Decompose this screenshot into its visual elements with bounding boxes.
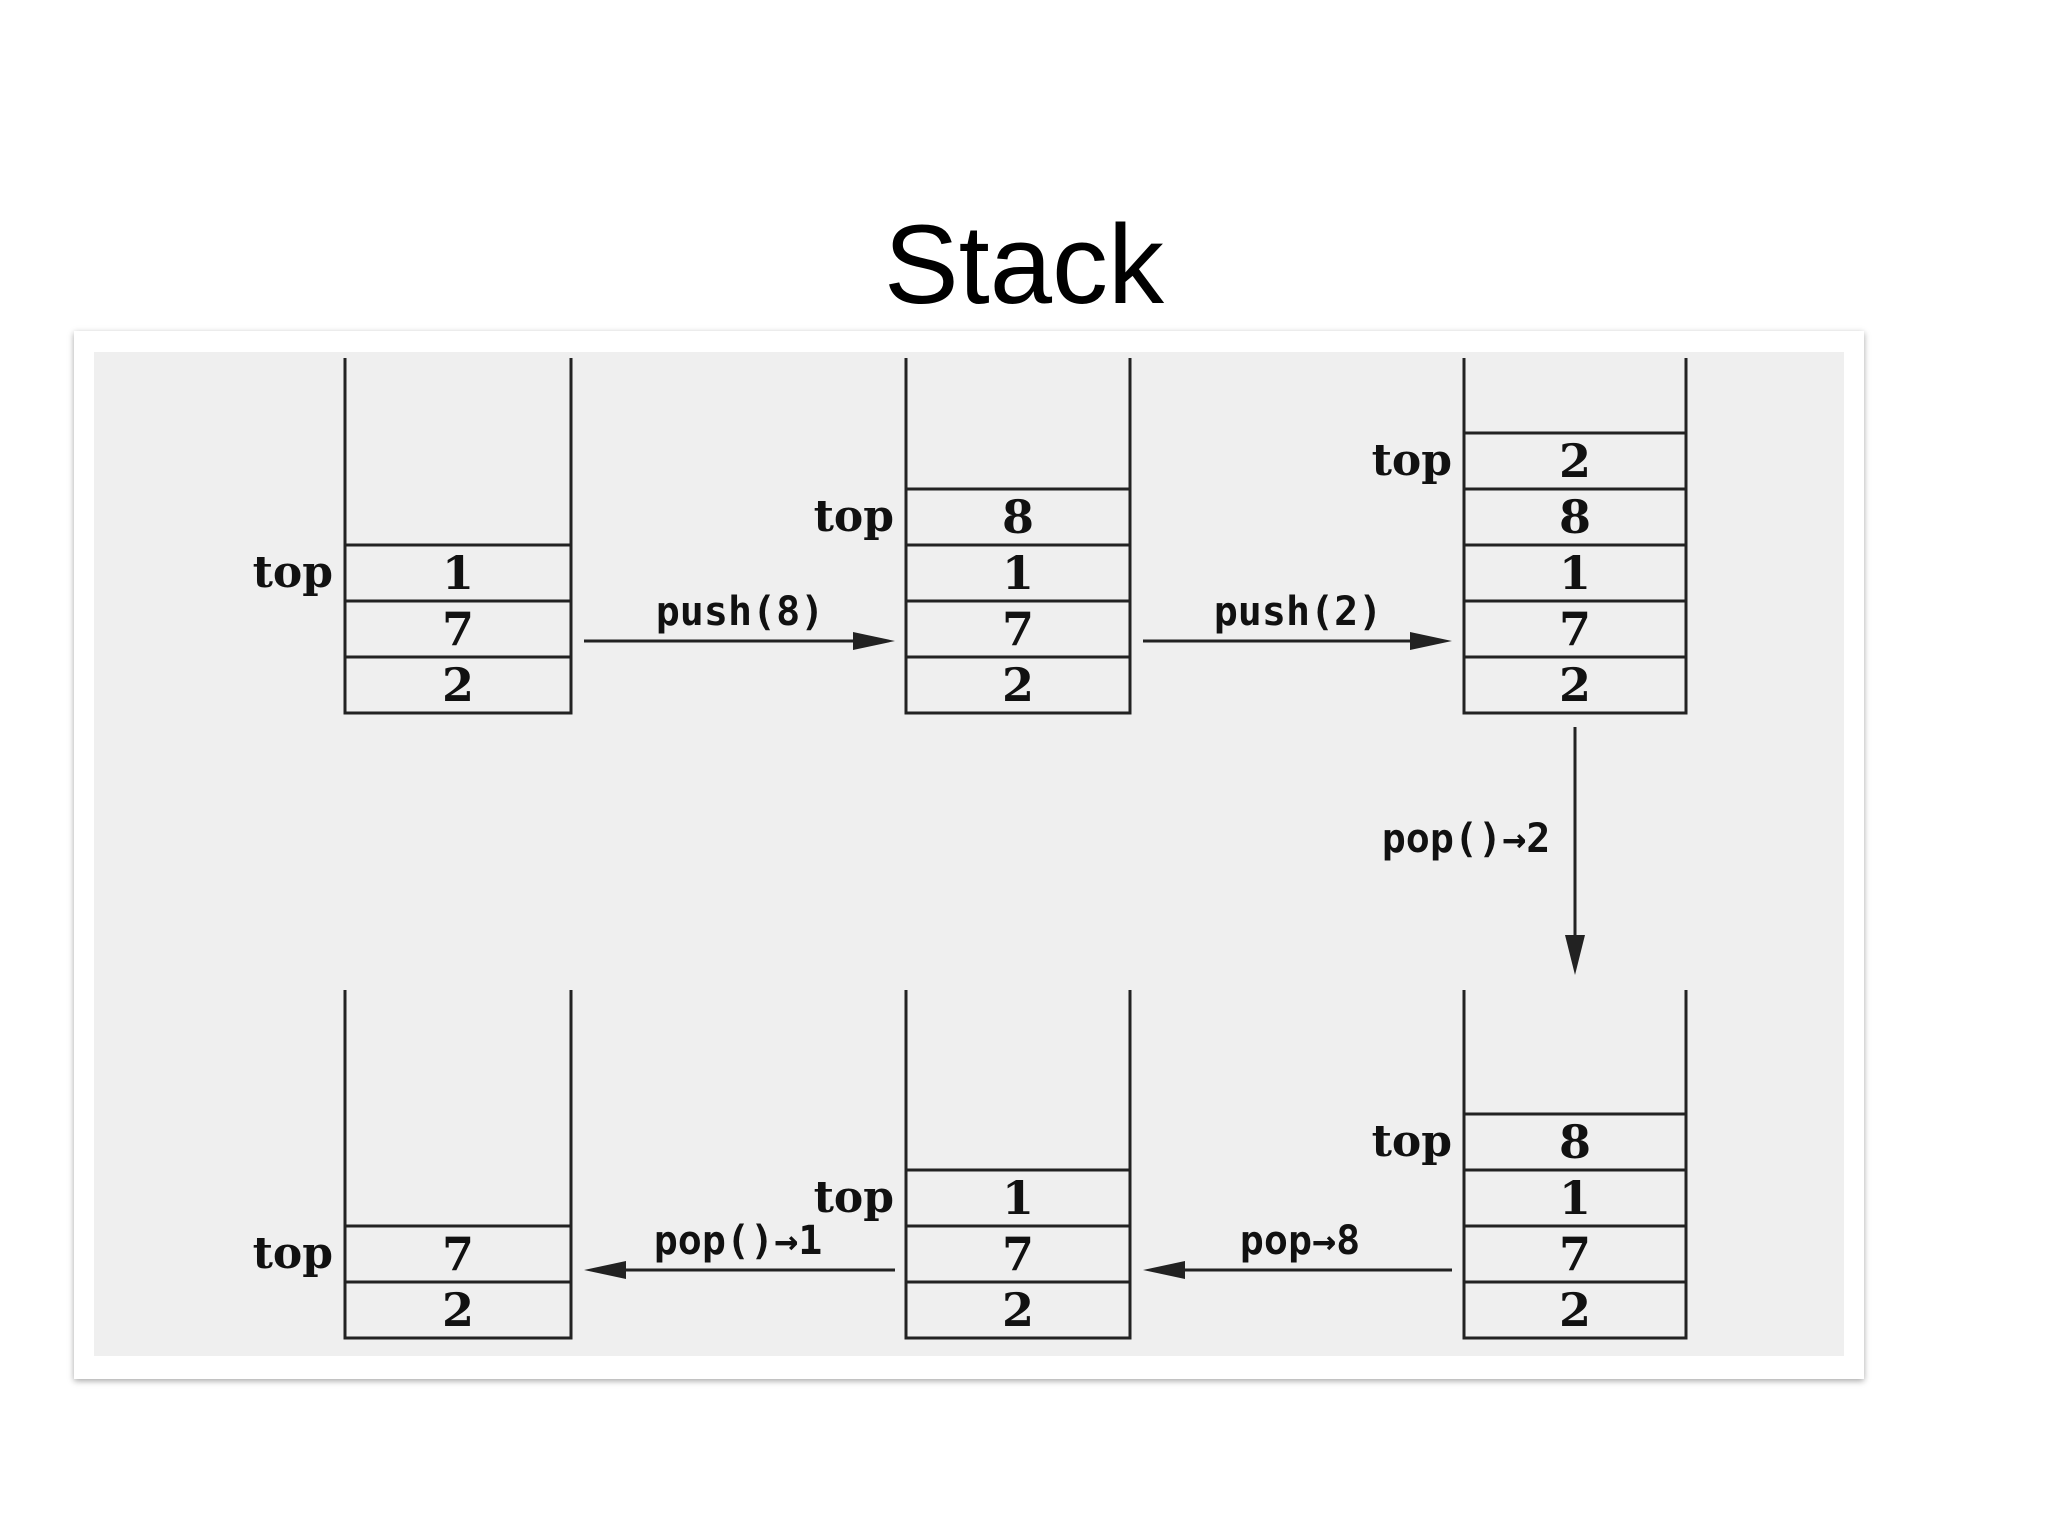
pop-8-arrow-head [1143, 1261, 1185, 1279]
pop-2-label: pop()→2 [1382, 816, 1551, 862]
stack-3-cell [1462, 655, 1688, 715]
stack-3-cell-value: 2 [1559, 658, 1591, 712]
push-8-arrow-head [853, 632, 895, 650]
push-8-label: push(8) [656, 589, 825, 635]
stack-3-cell-value: 8 [1559, 490, 1591, 544]
stack-2-cell-value: 8 [1002, 490, 1034, 544]
stack-4-top-label: top [1372, 1116, 1452, 1167]
stack-6-cell-value: 2 [442, 1283, 474, 1337]
stack-5-top-label: top [814, 1172, 894, 1223]
stack-4-cell [1462, 1280, 1688, 1340]
stack-5-cell-value: 7 [1002, 1227, 1034, 1281]
diagram-background [94, 352, 1844, 1356]
stack-5-cell [904, 1280, 1132, 1340]
stack-1-cell [343, 655, 573, 715]
stack-3-top-label: top [1372, 435, 1452, 486]
stack-5-cell-value: 1 [1002, 1171, 1034, 1225]
stack-3-cell-value: 2 [1559, 434, 1591, 488]
stack-3-cell-value: 1 [1559, 546, 1591, 600]
stack-1-top-label: top [253, 547, 333, 598]
stack-2-cell-value: 7 [1002, 602, 1034, 656]
pop-8-label: pop→8 [1240, 1218, 1360, 1264]
stack-2-cell-value: 1 [1002, 546, 1034, 600]
slide-title: Stack [883, 202, 1165, 327]
stack-4-cell-value: 1 [1559, 1171, 1591, 1225]
stack-3-cell-value: 7 [1559, 602, 1591, 656]
stack-5-cell-value: 2 [1002, 1283, 1034, 1337]
stack-1-cell-value: 7 [442, 602, 474, 656]
push-2-label: push(2) [1214, 589, 1383, 635]
stack-4-cell-value: 8 [1559, 1115, 1591, 1169]
stack-2-cell-value: 2 [1002, 658, 1034, 712]
stack-6-cell [343, 1280, 573, 1340]
pop-1-label: pop()→1 [654, 1218, 823, 1264]
pop-2-arrow-head [1565, 935, 1585, 975]
stack-4-cell-value: 7 [1559, 1227, 1591, 1281]
stack-1-cell-value: 2 [442, 658, 474, 712]
stack-6-cell-value: 7 [442, 1227, 474, 1281]
stack-6-top-label: top [253, 1228, 333, 1279]
stack-2-cell [904, 655, 1132, 715]
push-2-arrow-head [1410, 632, 1452, 650]
stack-1-cell-value: 1 [442, 546, 474, 600]
stack-4-cell-value: 2 [1559, 1283, 1591, 1337]
stack-2-top-label: top [814, 491, 894, 542]
pop-1-arrow-head [584, 1261, 626, 1279]
